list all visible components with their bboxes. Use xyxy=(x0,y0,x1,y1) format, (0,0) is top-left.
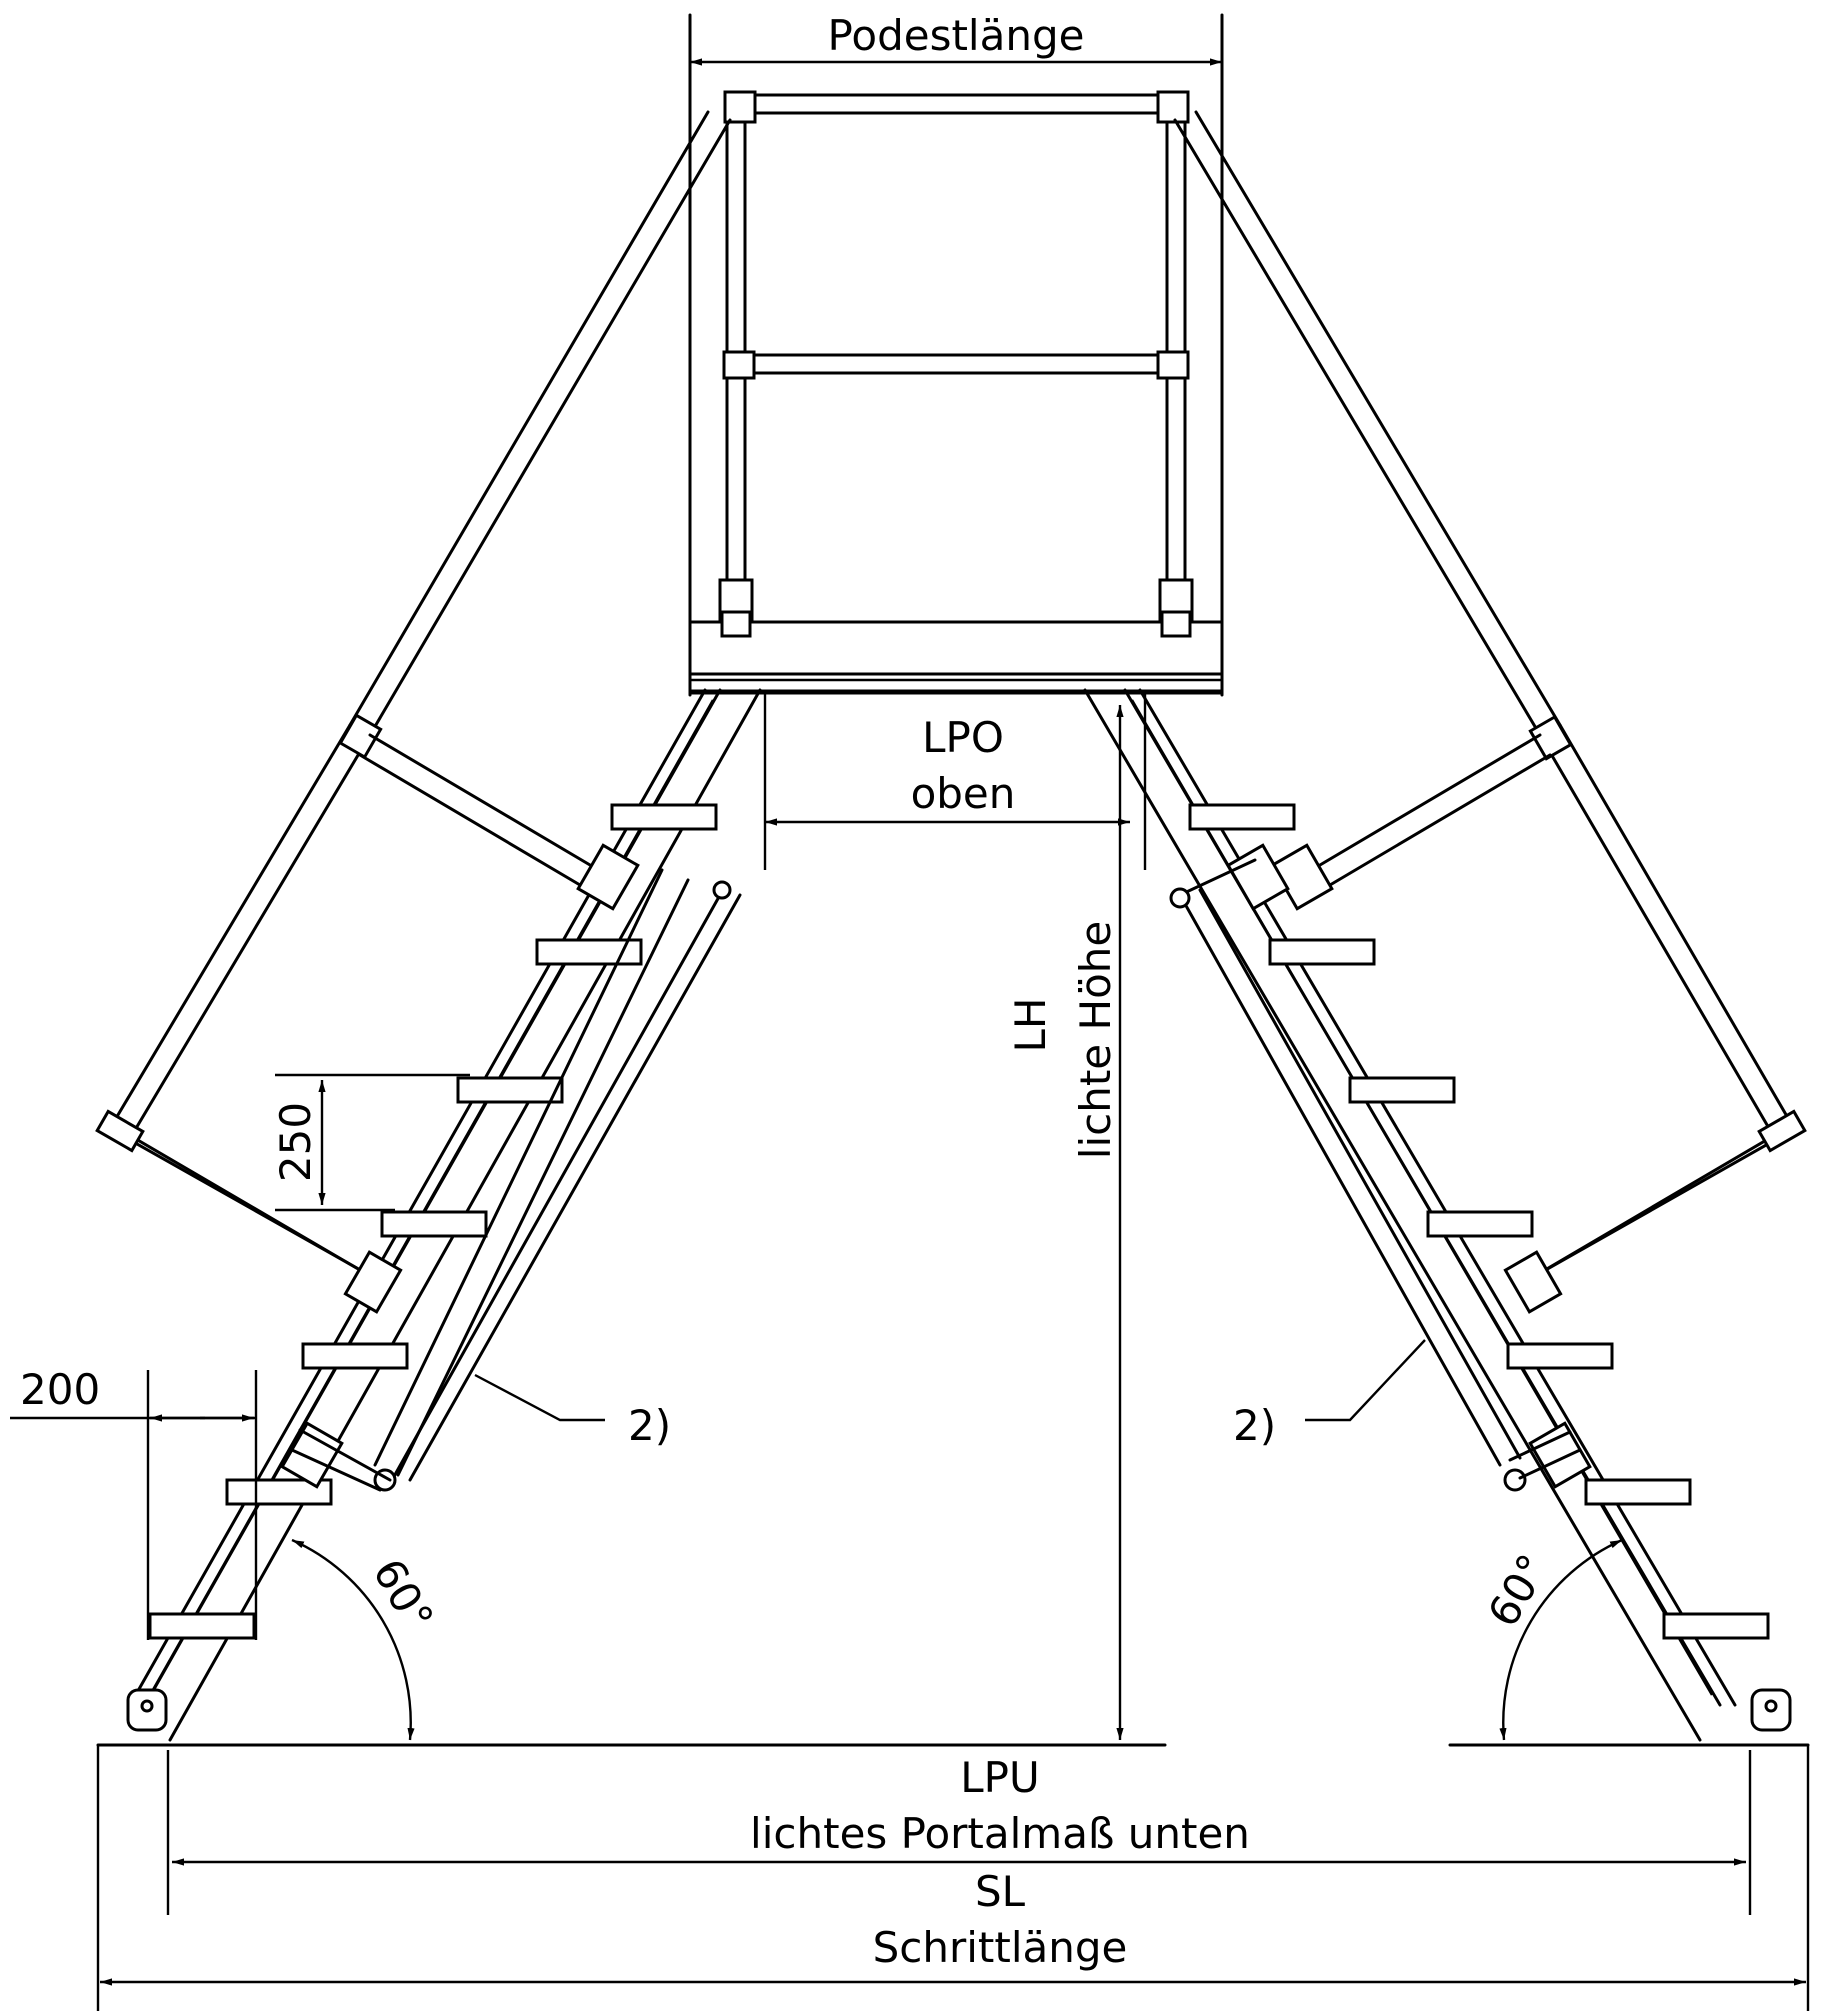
label-lpu-code: LPU xyxy=(960,1753,1039,1802)
label-sl-text: Schrittlänge xyxy=(873,1923,1128,1972)
label-angle-left: 60° xyxy=(363,1551,443,1640)
left-treads xyxy=(148,803,718,1640)
platform-top-rail xyxy=(733,93,1177,115)
label-lpu-text: lichtes Portalmaß unten xyxy=(750,1809,1250,1858)
dim-step-height: 250 xyxy=(271,1073,470,1212)
note-right: 2) xyxy=(1233,1339,1426,1450)
dim-lpu: LPU lichtes Portalmaß unten xyxy=(166,1750,1752,1915)
angle-left: 60° xyxy=(291,1538,443,1741)
note-left: 2) xyxy=(474,1373,671,1450)
label-lpo-text: oben xyxy=(911,769,1016,818)
label-sl-code: SL xyxy=(975,1867,1026,1916)
dim-lpo: LPO oben xyxy=(763,690,1147,870)
right-treads xyxy=(1188,803,1770,1640)
label-lpo-code: LPO xyxy=(922,713,1004,762)
platform xyxy=(688,13,1224,697)
label-note-right: 2) xyxy=(1233,1401,1276,1450)
label-step-height: 250 xyxy=(271,1102,320,1182)
label-lh-text: lichte Höhe xyxy=(1071,921,1120,1159)
label-angle-right: 60° xyxy=(1478,1546,1558,1635)
right-stair xyxy=(1083,110,1807,1742)
dim-lh: LH lichte Höhe xyxy=(1006,705,1124,1740)
left-stair xyxy=(95,110,762,1742)
label-step-depth: 200 xyxy=(20,1365,100,1414)
label-lh-code: LH xyxy=(1006,998,1055,1053)
platform-mid-rail xyxy=(733,353,1177,375)
dim-sl: SL Schrittlänge xyxy=(96,1745,1810,2011)
dim-podest: Podestlänge xyxy=(690,11,1222,66)
label-note-left: 2) xyxy=(628,1401,671,1450)
dim-step-depth: 200 xyxy=(10,1365,258,1640)
label-podest: Podestlänge xyxy=(828,11,1085,60)
